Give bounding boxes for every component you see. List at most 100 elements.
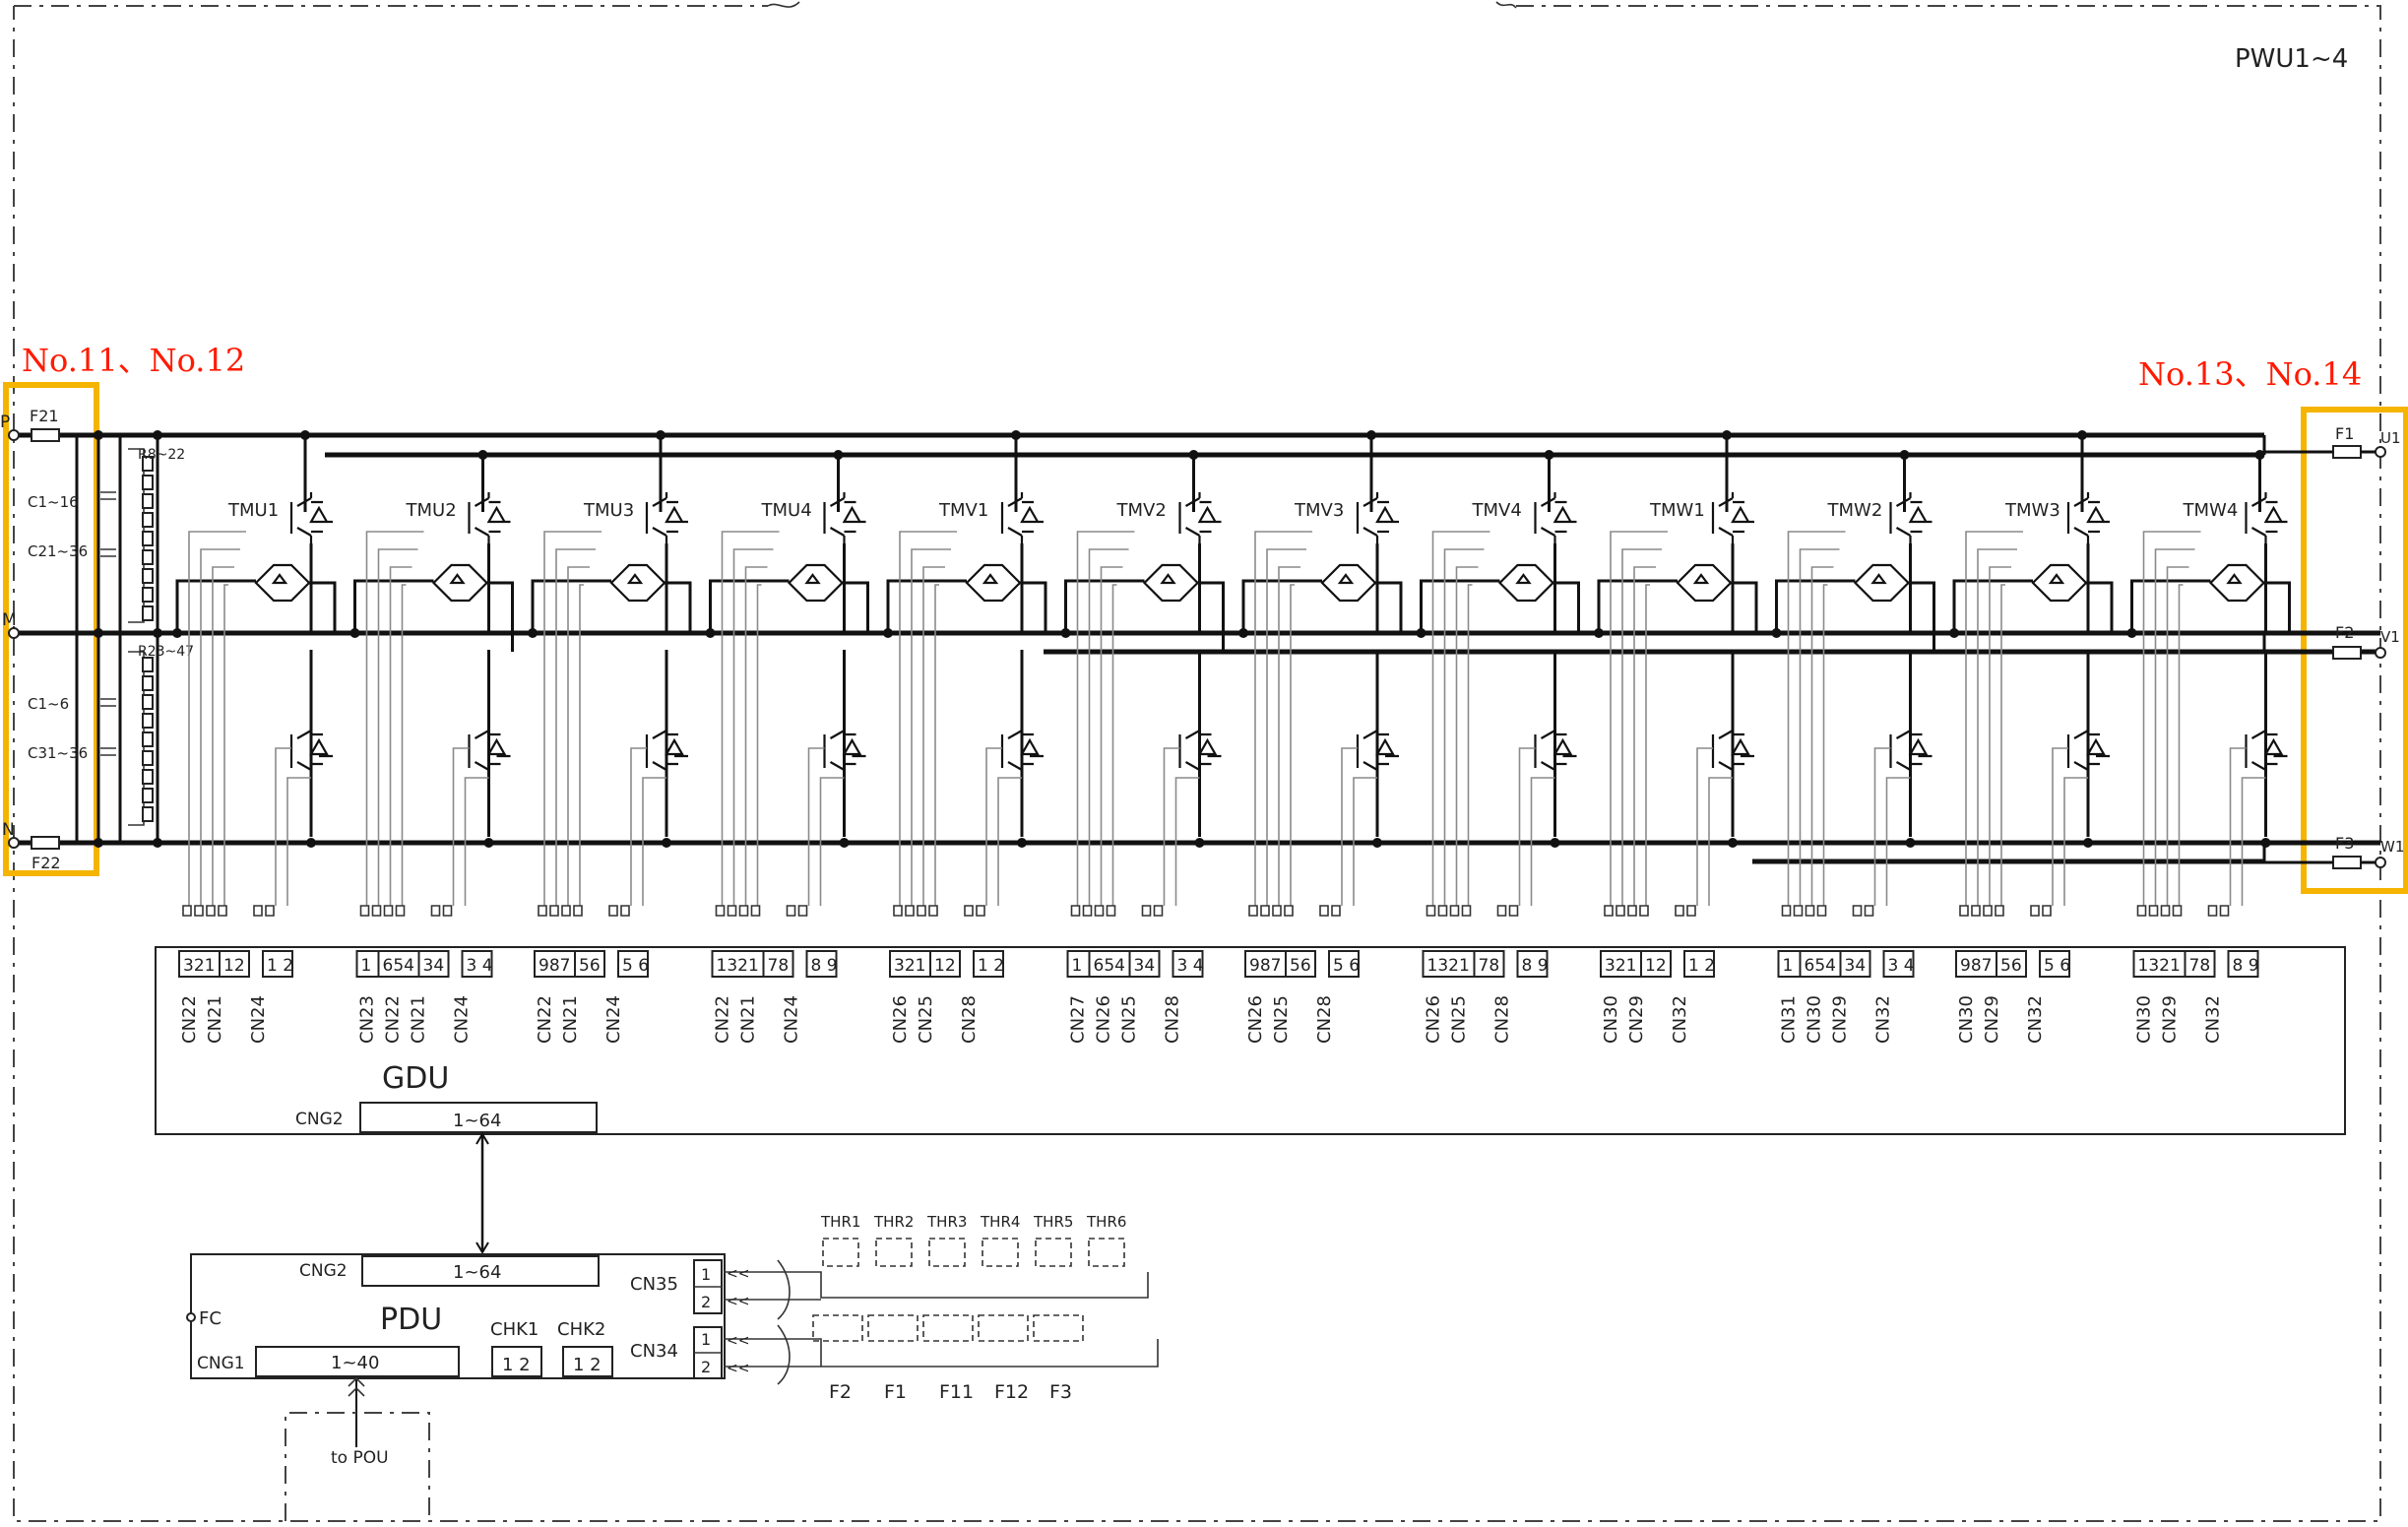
connector-pins bbox=[1088, 950, 1131, 978]
cn35-pin2: 2 bbox=[701, 1293, 711, 1311]
bottom-junction bbox=[1728, 838, 1738, 848]
plug-pin bbox=[964, 905, 974, 917]
connector-pins bbox=[1172, 950, 1204, 978]
terminal-p-label: P bbox=[0, 413, 10, 432]
plug-pin bbox=[538, 905, 547, 917]
connector-pin-label: 321 bbox=[183, 956, 215, 976]
module-tmv2: TMV2 bbox=[1060, 450, 1225, 917]
plug-pin bbox=[206, 905, 216, 917]
plug-pin bbox=[797, 905, 808, 917]
plug-pin bbox=[905, 905, 915, 917]
mid-junction bbox=[1060, 628, 1071, 638]
bottom-junction bbox=[483, 838, 494, 848]
lower-gate-wires bbox=[452, 747, 489, 906]
plug-pin bbox=[1153, 905, 1164, 917]
plug-pin bbox=[218, 905, 227, 917]
module-label: TMW3 bbox=[2004, 500, 2060, 521]
plug-pin bbox=[976, 905, 985, 917]
lower-resistor bbox=[142, 769, 154, 785]
mid-junction bbox=[1594, 628, 1604, 638]
bridge-diode-icon bbox=[1337, 573, 1355, 585]
connector-pins bbox=[1422, 950, 1476, 978]
upper-igbt-icon bbox=[1711, 492, 1754, 543]
bridge-wire bbox=[1420, 579, 1580, 633]
lower-resistor bbox=[142, 713, 154, 729]
upper-igbt-icon bbox=[1534, 492, 1577, 543]
connector-name: CN29 bbox=[1982, 995, 2002, 1044]
bridge-diode-icon bbox=[626, 573, 644, 585]
gdu-block: GDU CNG2 1~64 bbox=[155, 946, 2346, 1135]
thermal-switch-icon bbox=[1088, 1238, 1125, 1267]
bridge-diode-icon bbox=[1692, 573, 1710, 585]
bridge-diode-icon bbox=[271, 573, 288, 585]
bridge-wire bbox=[1952, 579, 2114, 633]
plug-pin bbox=[1461, 905, 1472, 917]
pdu-chk1-pins: 1 2 bbox=[502, 1355, 531, 1375]
connector-pin-label: 654 bbox=[1094, 956, 1125, 976]
lower-igbt-icon bbox=[1711, 730, 1754, 771]
connector-pins bbox=[534, 950, 576, 978]
plug-pin bbox=[1675, 905, 1684, 917]
module-label: TMV3 bbox=[1294, 500, 1344, 521]
module-label: TMU4 bbox=[761, 500, 812, 521]
mid-junction bbox=[705, 628, 716, 638]
pdu-cng1-label: CNG1 bbox=[197, 1354, 245, 1373]
connector-pin-label: 1321 bbox=[717, 956, 759, 976]
connector-pins bbox=[973, 950, 1004, 978]
bridge-diode-icon bbox=[982, 573, 999, 585]
gate-signal-wires bbox=[721, 531, 780, 906]
plug-pin bbox=[727, 905, 737, 917]
lower-gate-wires bbox=[2052, 747, 2088, 906]
connector-pin-label: 56 bbox=[1290, 956, 1311, 976]
pdu-chk1-label: CHK1 bbox=[490, 1319, 539, 1340]
connector-pin-label: 1321 bbox=[2138, 956, 2181, 976]
connector-name: CN21 bbox=[560, 995, 581, 1044]
mid-junction bbox=[172, 628, 182, 638]
connector-name: CN29 bbox=[1830, 995, 1851, 1044]
upper-igbt-icon bbox=[468, 492, 511, 543]
upper-resistor bbox=[142, 568, 154, 584]
connector-name: CN21 bbox=[738, 995, 759, 1044]
lower-igbt-icon bbox=[2245, 730, 2288, 771]
upper-igbt-icon bbox=[289, 492, 333, 543]
bridge-diode-icon bbox=[1870, 573, 1887, 585]
connector-pin-label: 78 bbox=[2189, 956, 2211, 976]
lower-igbt-icon bbox=[468, 730, 511, 771]
lower-resistor bbox=[142, 657, 154, 672]
fuse-switch-icon bbox=[812, 1314, 863, 1342]
annotation-left: No.11、No.12 bbox=[22, 342, 245, 379]
pou-label: to POU bbox=[331, 1448, 389, 1468]
connector-name: CN29 bbox=[1626, 995, 1647, 1044]
gdu-pdu-link bbox=[475, 1132, 489, 1254]
capacitor-label-3: C1~6 bbox=[28, 695, 69, 713]
pdu-fc-label: FC bbox=[199, 1308, 222, 1329]
lower-igbt-icon bbox=[1889, 730, 1933, 771]
fuse-f21-label: F21 bbox=[30, 407, 59, 425]
connector-name: CN24 bbox=[782, 995, 802, 1044]
annotation-right: No.13、No.14 bbox=[2138, 355, 2362, 393]
connector-pins bbox=[617, 950, 649, 978]
gate-signal-wires bbox=[543, 531, 602, 906]
plug-pin bbox=[917, 905, 926, 917]
connector-pins bbox=[2039, 950, 2070, 978]
pdu-cng2-range: 1~64 bbox=[453, 1262, 501, 1283]
module-tmv3: TMV3 bbox=[1238, 430, 1403, 917]
connector-pin-label: 321 bbox=[894, 956, 925, 976]
bridge-wire bbox=[709, 579, 869, 633]
connector-pin-label: 654 bbox=[383, 956, 414, 976]
pdu-cn34-label: CN34 bbox=[630, 1341, 678, 1362]
plug-pin bbox=[1284, 905, 1294, 917]
connector-name: CN25 bbox=[916, 995, 936, 1044]
upper-igbt-icon bbox=[2066, 492, 2110, 543]
connector-name: CN26 bbox=[1094, 995, 1114, 1044]
connector-pin-label: 12 bbox=[1645, 956, 1667, 976]
plug-pin bbox=[1141, 905, 1152, 917]
fuse-f22-label: F22 bbox=[32, 854, 61, 872]
connector-pin-label: 5 6 bbox=[622, 956, 649, 976]
plug-pin bbox=[1995, 905, 2004, 917]
thermal-switch-icon bbox=[982, 1238, 1019, 1267]
